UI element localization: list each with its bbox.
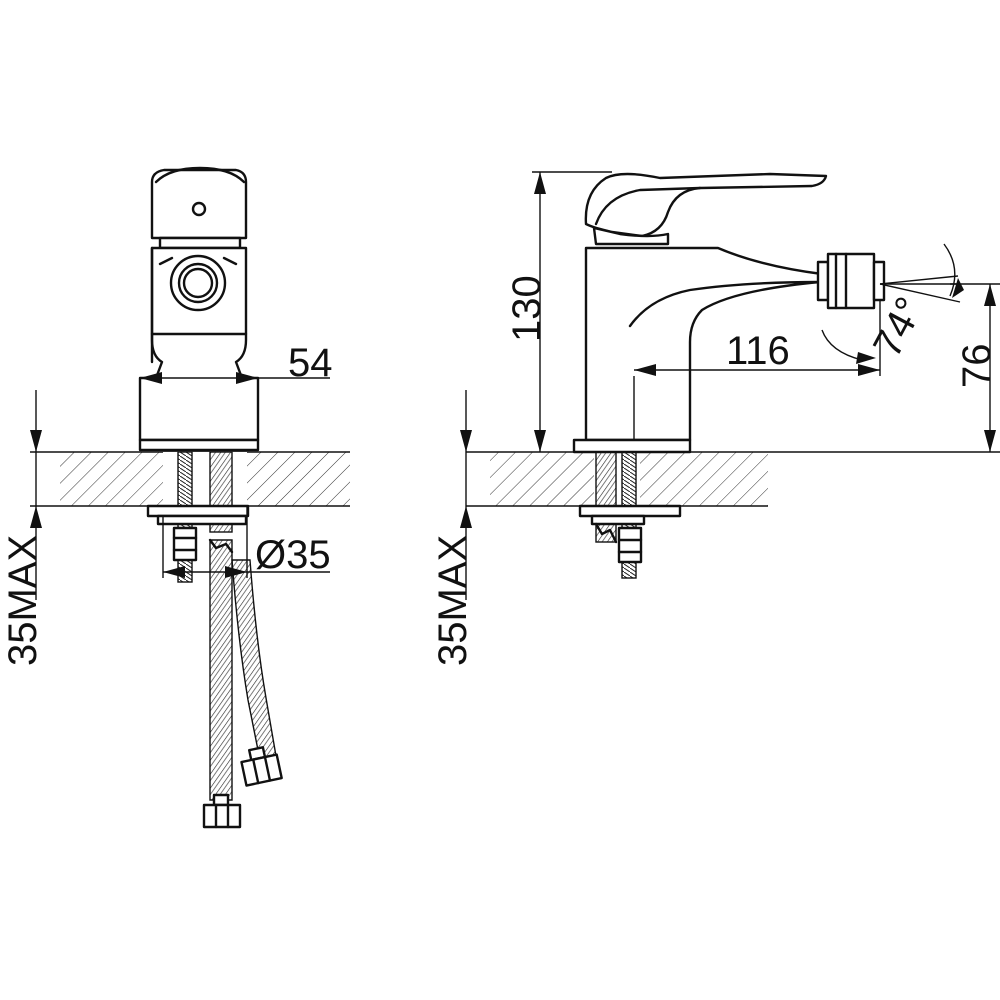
dim-reach: 116 bbox=[726, 329, 790, 373]
hose-nut-1 bbox=[202, 793, 242, 829]
front-view: 35MAX 54 Ø35 bbox=[1, 166, 350, 829]
nozzle-side bbox=[816, 252, 886, 310]
faucet-body-side bbox=[584, 246, 824, 442]
hose-inlet-2 bbox=[231, 559, 277, 761]
side-view: 35MAX 130 116 74° 76 bbox=[431, 171, 1000, 666]
mount-nut-front bbox=[172, 526, 198, 562]
dim-right-depth: 35MAX bbox=[431, 535, 475, 666]
dim-hole-diameter: Ø35 bbox=[255, 533, 331, 577]
dim-outlet-height: 76 bbox=[955, 344, 999, 389]
dim-body-width: 54 bbox=[288, 341, 333, 385]
dim-height: 130 bbox=[505, 275, 549, 342]
dim-left-depth: 35MAX bbox=[1, 535, 45, 666]
mount-nut-side bbox=[617, 526, 643, 564]
hose-nut-2 bbox=[240, 746, 283, 787]
handle-indicator bbox=[191, 201, 207, 217]
hose-inlet-1 bbox=[209, 539, 233, 801]
handle-lever-side bbox=[584, 172, 828, 238]
